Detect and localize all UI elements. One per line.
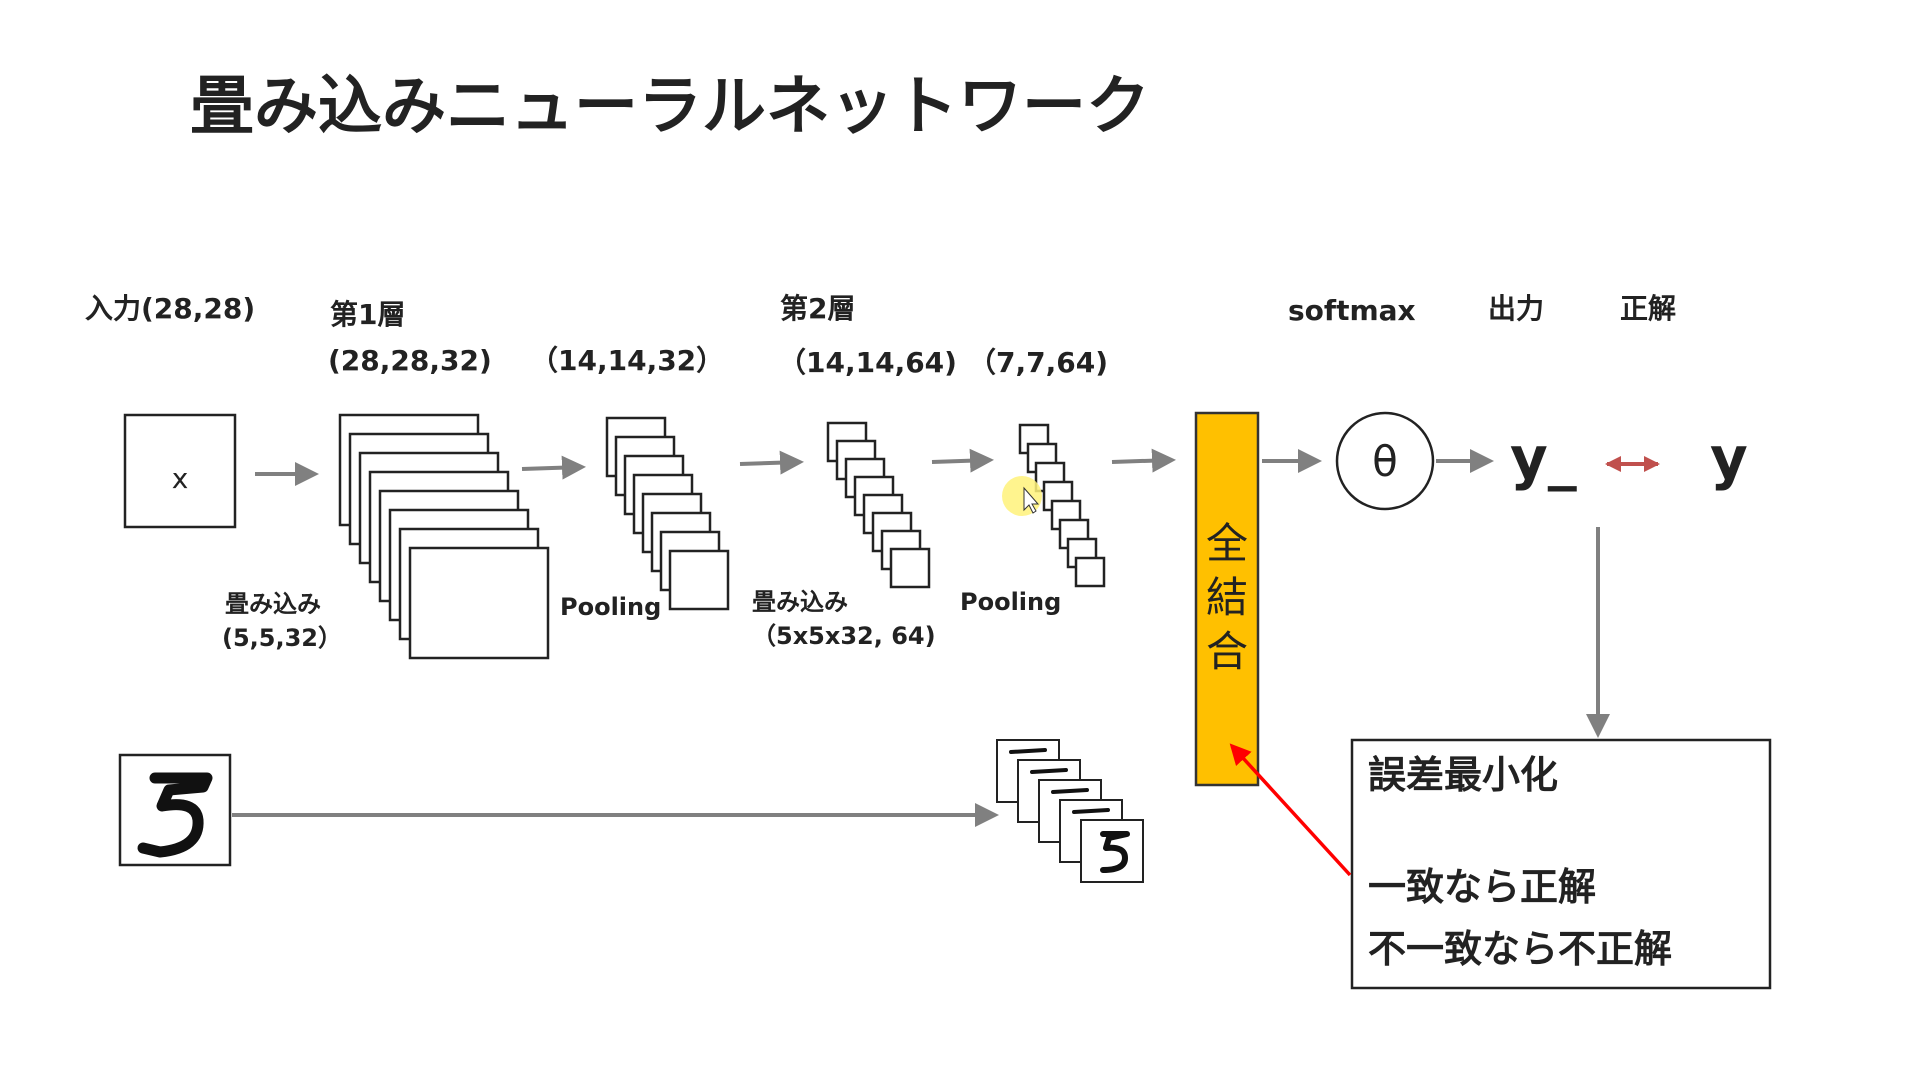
pool2-feature-map xyxy=(1074,556,1106,588)
digit-five-icon xyxy=(1009,748,1047,754)
pool2-shape: （7,7,64) xyxy=(968,346,1108,379)
fc-char-3: 合 xyxy=(1206,627,1248,676)
loss-box xyxy=(1350,738,1772,990)
pool1-feature-map xyxy=(668,549,730,611)
output-symbol: y_ xyxy=(1510,424,1577,492)
pool2-op-label: Pooling xyxy=(960,588,1061,616)
conv1-feature-maps xyxy=(338,413,550,660)
softmax-symbol: θ xyxy=(1372,437,1398,486)
digit-five-icon xyxy=(1051,788,1089,794)
conv2-op-label: 畳み込み xyxy=(752,588,848,616)
pool1-op-label: Pooling xyxy=(560,593,661,621)
fc-char-1: 全 xyxy=(1206,519,1248,568)
input-symbol: x xyxy=(172,462,189,495)
conv1-op-label: 畳み込み xyxy=(225,590,321,618)
input-box xyxy=(123,413,237,529)
arrow-pool2-to-fc xyxy=(1111,448,1176,473)
arrow-pool1-to-conv2 xyxy=(739,450,804,475)
arrow-conv1-to-pool1 xyxy=(521,455,586,480)
sample-card xyxy=(1080,819,1144,883)
arrow-conv2-to-pool2 xyxy=(931,448,994,473)
conv2-feature-map xyxy=(889,547,931,589)
feedback-arrow xyxy=(1229,743,1352,877)
digit-five-icon xyxy=(1100,831,1130,873)
layer1-name: 第1層 xyxy=(330,298,405,331)
pool1-feature-maps xyxy=(605,416,730,611)
answer-label: 正解 xyxy=(1620,292,1676,325)
conv1-feature-map xyxy=(408,546,550,660)
layer1-shape: (28,28,32) xyxy=(328,344,492,377)
page-title: 畳み込みニューラルネットワーク xyxy=(190,70,1150,144)
digit-five-icon xyxy=(1072,808,1110,814)
layer2-name: 第2層 xyxy=(780,292,855,325)
input-label: 入力(28,28) xyxy=(85,292,255,325)
conv2-op-params: （5x5x32, 64) xyxy=(752,622,936,650)
loss-line-1: 誤差最小化 xyxy=(1368,753,1558,797)
pool1-shape: （14,14,32） xyxy=(530,344,724,377)
conv1-op-params: (5,5,32） xyxy=(222,624,342,652)
softmax-node xyxy=(1335,411,1435,511)
fc-char-2: 結 xyxy=(1206,573,1248,622)
loss-line-3: 不一致なら不正解 xyxy=(1368,927,1672,971)
softmax-label: softmax xyxy=(1288,294,1416,327)
conv2-feature-maps xyxy=(826,421,931,589)
loss-line-2: 一致なら正解 xyxy=(1368,865,1596,909)
digit-five-icon xyxy=(1030,768,1068,774)
sample-batch-stack xyxy=(996,739,1144,883)
output-label: 出力 xyxy=(1488,292,1544,325)
fully-connected-layer xyxy=(1194,411,1260,787)
mouse-cursor-icon xyxy=(1023,486,1040,514)
pool2-feature-maps xyxy=(1018,423,1106,588)
answer-symbol: y xyxy=(1710,424,1748,492)
digit-five-icon xyxy=(137,772,213,858)
layer2-shape: （14,14,64) xyxy=(778,346,957,379)
